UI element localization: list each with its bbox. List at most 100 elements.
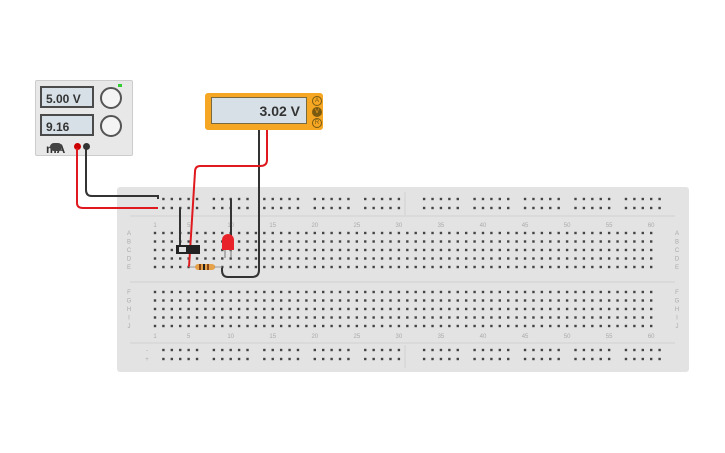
rail-hole[interactable] [624, 197, 628, 201]
hole[interactable] [271, 299, 274, 302]
hole[interactable] [422, 240, 426, 243]
hole[interactable] [490, 290, 493, 294]
hole[interactable] [271, 240, 274, 243]
rail-hole[interactable] [532, 206, 535, 210]
hole[interactable] [473, 290, 476, 294]
hole[interactable] [170, 307, 174, 311]
hole[interactable] [406, 231, 409, 235]
hole[interactable] [162, 265, 165, 269]
hole[interactable] [296, 248, 300, 252]
hole[interactable] [565, 248, 569, 252]
rail-hole[interactable] [490, 206, 493, 210]
rail-hole[interactable] [439, 206, 443, 210]
rail-hole[interactable] [658, 206, 661, 210]
hole[interactable] [204, 257, 207, 260]
rail-hole[interactable] [507, 197, 510, 201]
rail-hole[interactable] [540, 357, 544, 361]
hole[interactable] [498, 316, 502, 319]
hole[interactable] [221, 290, 224, 294]
hole[interactable] [574, 257, 577, 260]
rail-hole[interactable] [456, 357, 459, 361]
hole[interactable] [263, 307, 266, 311]
hole[interactable] [246, 299, 249, 302]
hole[interactable] [498, 231, 502, 235]
rail-hole[interactable] [330, 357, 333, 361]
hole[interactable] [263, 231, 266, 235]
hole[interactable] [406, 265, 409, 269]
hole[interactable] [279, 307, 283, 311]
hole[interactable] [414, 324, 417, 328]
hole[interactable] [254, 307, 258, 311]
hole[interactable] [170, 290, 174, 294]
hole[interactable] [565, 265, 569, 269]
hole[interactable] [464, 231, 468, 235]
hole[interactable] [313, 240, 316, 243]
hole[interactable] [212, 240, 216, 243]
rail-hole[interactable] [549, 206, 552, 210]
hole[interactable] [507, 316, 510, 319]
hole[interactable] [254, 257, 258, 260]
hole[interactable] [279, 257, 283, 260]
hole[interactable] [448, 290, 451, 294]
hole[interactable] [616, 316, 619, 319]
hole[interactable] [549, 299, 552, 302]
hole[interactable] [439, 316, 443, 319]
hole[interactable] [237, 307, 241, 311]
hole[interactable] [246, 265, 249, 269]
hole[interactable] [162, 257, 165, 260]
hole[interactable] [406, 240, 409, 243]
hole[interactable] [633, 290, 636, 294]
hole[interactable] [162, 299, 165, 302]
rail-hole[interactable] [540, 206, 544, 210]
hole[interactable] [296, 307, 300, 311]
hole[interactable] [254, 248, 258, 252]
hole[interactable] [507, 299, 510, 302]
hole[interactable] [448, 257, 451, 260]
hole[interactable] [607, 316, 611, 319]
hole[interactable] [271, 231, 274, 235]
red-led[interactable] [222, 234, 234, 258]
hole[interactable] [582, 290, 586, 294]
rail-hole[interactable] [574, 197, 577, 201]
hole[interactable] [599, 248, 602, 252]
hole[interactable] [170, 299, 174, 302]
hole[interactable] [279, 290, 283, 294]
hole[interactable] [187, 324, 190, 328]
hole[interactable] [296, 299, 300, 302]
hole[interactable] [389, 324, 392, 328]
hole[interactable] [347, 290, 350, 294]
hole[interactable] [389, 257, 392, 260]
hole[interactable] [246, 316, 249, 319]
hole[interactable] [397, 307, 401, 311]
hole[interactable] [179, 307, 182, 311]
hole[interactable] [599, 290, 602, 294]
rail-hole[interactable] [448, 197, 451, 201]
hole[interactable] [448, 240, 451, 243]
hole[interactable] [313, 307, 316, 311]
hole[interactable] [372, 290, 375, 294]
hole[interactable] [271, 307, 274, 311]
hole[interactable] [507, 265, 510, 269]
hole[interactable] [498, 248, 502, 252]
rail-hole[interactable] [237, 206, 241, 210]
hole[interactable] [338, 257, 342, 260]
hole[interactable] [591, 231, 594, 235]
rail-hole[interactable] [641, 197, 644, 201]
hole[interactable] [507, 257, 510, 260]
rail-hole[interactable] [263, 357, 266, 361]
hole[interactable] [498, 265, 502, 269]
rail-hole[interactable] [246, 348, 249, 352]
rail-hole[interactable] [170, 348, 174, 352]
hole[interactable] [195, 231, 199, 235]
rail-hole[interactable] [540, 197, 544, 201]
hole[interactable] [574, 316, 577, 319]
hole[interactable] [271, 316, 274, 319]
hole[interactable] [288, 324, 291, 328]
hole[interactable] [624, 231, 628, 235]
hole[interactable] [633, 265, 636, 269]
hole[interactable] [389, 231, 392, 235]
hole[interactable] [448, 248, 451, 252]
rail-hole[interactable] [523, 206, 527, 210]
rail-hole[interactable] [498, 348, 502, 352]
hole[interactable] [582, 307, 586, 311]
